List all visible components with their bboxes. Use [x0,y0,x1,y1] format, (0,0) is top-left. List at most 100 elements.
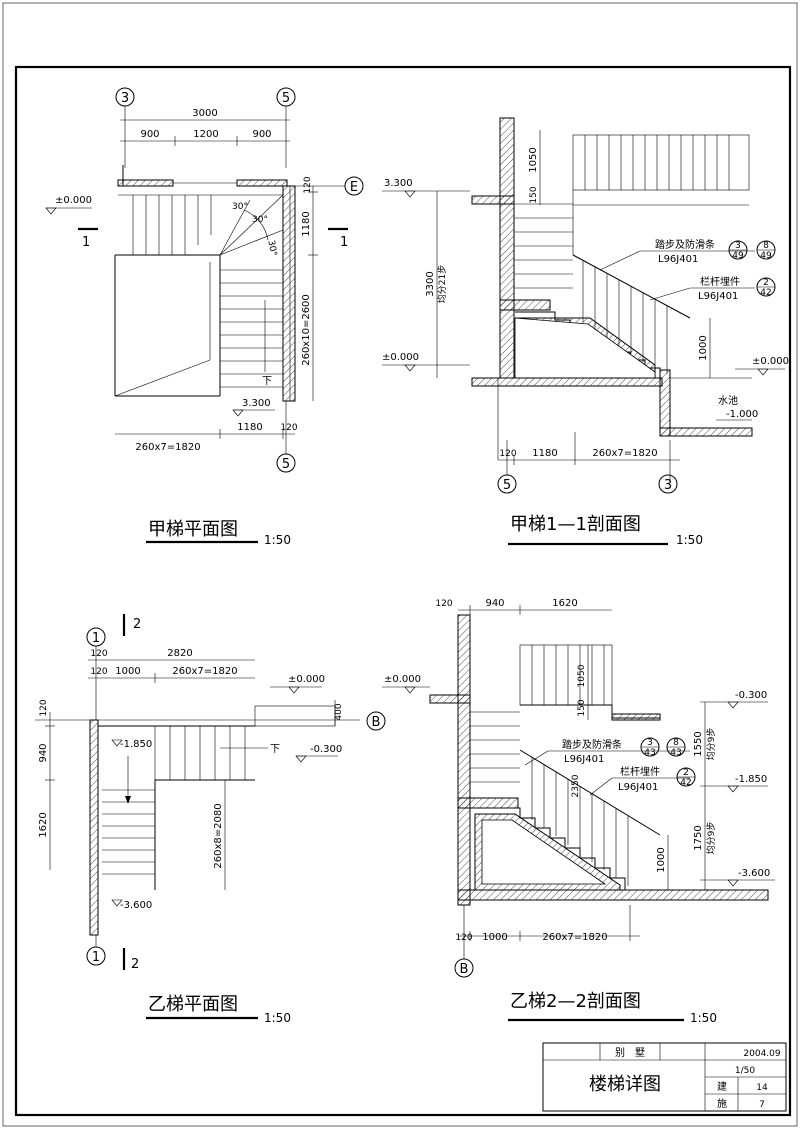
ref-2: 2 [763,278,769,288]
elev-0300-yisec: -0.300 [735,690,767,701]
dim-1180-sec: 1180 [532,448,557,459]
dim-1820: 260x7=1820 [135,442,200,453]
jia-section-scale: 1:50 [676,533,703,547]
dim-1000-sec: 1000 [698,335,709,360]
cut-1-left: 1 [82,235,90,250]
frame-border [14,65,792,1117]
dim-21steps: 均分21步 [436,265,448,303]
dim-3000: 3000 [192,108,217,119]
label-jian: 建 [717,1080,727,1093]
ref-43b: 43 [670,748,681,758]
dim-1620-yisec: 1620 [552,598,577,609]
dim-1000: 1000 [115,666,140,677]
axis-E-label: E [350,180,358,195]
elev-zero-yisec: ±0.000 [384,674,421,685]
label-shi: 施 [717,1097,727,1110]
dim-2600: 260x10=2600 [301,294,312,366]
sheet-total: 7 [759,1100,765,1110]
dim-1000-yisec: 1000 [656,847,667,872]
dim-v120: 120 [39,699,49,716]
note-rail: 栏杆埋件 [700,275,740,288]
jia-section-upper-flight [514,203,573,289]
dim-9steps-a: 均分9步 [705,728,717,761]
note-rail-yi: 栏杆埋件 [620,765,660,778]
elev-3300: 3.300 [242,398,271,409]
note-tread-code-yi: L96J401 [564,754,604,765]
ref-8: 8 [763,241,769,251]
angle-30-b: 30° [252,215,268,225]
dim-2080: 260x8=2080 [213,803,224,868]
drawing-date: 2004.09 [743,1049,780,1059]
dim-1750: 1750 [693,825,704,850]
ref-3: 3 [735,241,741,251]
dim-b1000-yi: 1000 [482,932,507,943]
ref-42-yi: 42 [680,778,691,788]
yi-plan-title: 乙梯平面图 [148,994,238,1015]
axis-B-yi: B [372,715,381,730]
jia-stair-plan: 3 5 3000 900 1200 900 [45,87,364,547]
dim-150-yisec: 150 [577,699,587,716]
title-block: 别 墅 2004.09 楼梯详图 1/50 建 14 施 7 [542,1042,787,1112]
yi-stair-plan: 1 2 120 2820 120 1000 260x7=1820 [35,614,386,1025]
drawing-name: 楼梯详图 [589,1074,661,1095]
dim-1550: 1550 [693,731,704,756]
elev-zero: ±0.000 [55,195,92,206]
dim-2350: 2350 [571,774,581,797]
elev-3600-yisec: -3.600 [738,868,770,879]
dim-940: 940 [38,743,49,762]
note-rail-code-yi: L96J401 [618,782,658,793]
yi-section-balusters-top [531,645,605,705]
down-label-yi: 下 [270,744,280,755]
ref-49a: 49 [732,251,744,261]
yi-stair-section: 120 940 1620 [382,598,775,1025]
cut-2-bottom: 2 [131,957,139,972]
dim-2820: 2820 [167,648,192,659]
jia-plan-title: 甲梯平面图 [148,519,238,540]
dim-1050: 1050 [528,147,539,172]
cut-2-top: 2 [133,617,141,632]
yi-section-title: 乙梯2—2剖面图 [510,991,641,1012]
elev-3600-yi: -3.600 [120,900,152,911]
yi-section-balusters-slope [531,757,629,886]
jia-plan-treads-top [132,195,212,255]
dim-120-b: 120 [90,667,107,677]
dim-3300: 3300 [425,271,436,296]
ref-3-yi: 3 [647,738,653,748]
note-rail-code: L96J401 [698,291,738,302]
dim-b1820-yi: 260x7=1820 [542,932,607,943]
note-tread-code: L96J401 [658,254,698,265]
axis-5-bottom-label: 5 [282,457,290,472]
dim-1820-sec: 260x7=1820 [592,448,657,459]
ref-42: 42 [760,288,771,298]
axis-5-sec: 5 [503,478,511,493]
axis-1-bottom: 1 [92,950,100,965]
pool-label: 水池 [718,394,738,407]
dim-940-yisec: 940 [485,598,504,609]
yi-section-scale: 1:50 [690,1011,717,1025]
dim-120-yisec: 120 [435,599,452,609]
jia-section-title: 甲梯1—1剖面图 [510,514,641,535]
ref-49b: 49 [760,251,772,261]
ref-8-yi: 8 [673,738,679,748]
axis-3-label: 3 [121,91,129,106]
elev-minus1000: -1.000 [726,409,758,420]
jia-stair-section: 水池 -1.000 3.300 ±0.000 ±0.000 3300 均分21步… [382,117,789,547]
dim-900b: 900 [252,129,271,140]
axis-3-sec: 3 [664,478,672,493]
cut-1-right: 1 [340,235,348,250]
elev-zero-left: ±0.000 [382,352,419,363]
yi-plan-scale: 1:50 [264,1011,291,1025]
note-tread: 踏步及防滑条 [655,238,715,251]
ref-2-yi: 2 [683,768,689,778]
elev-0300-yi: -0.300 [310,744,342,755]
dim-1820-yi: 260x7=1820 [172,666,237,677]
project-name: 别 墅 [615,1047,645,1059]
dim-b120: 120 [280,423,297,433]
dim-150: 150 [529,186,539,203]
dim-120-a: 120 [90,649,107,659]
dim-1200: 1200 [193,129,218,140]
jia-plan-scale: 1:50 [264,533,291,547]
axis-B-yisec: B [460,962,469,977]
yi-plan-treads-top [154,726,246,780]
